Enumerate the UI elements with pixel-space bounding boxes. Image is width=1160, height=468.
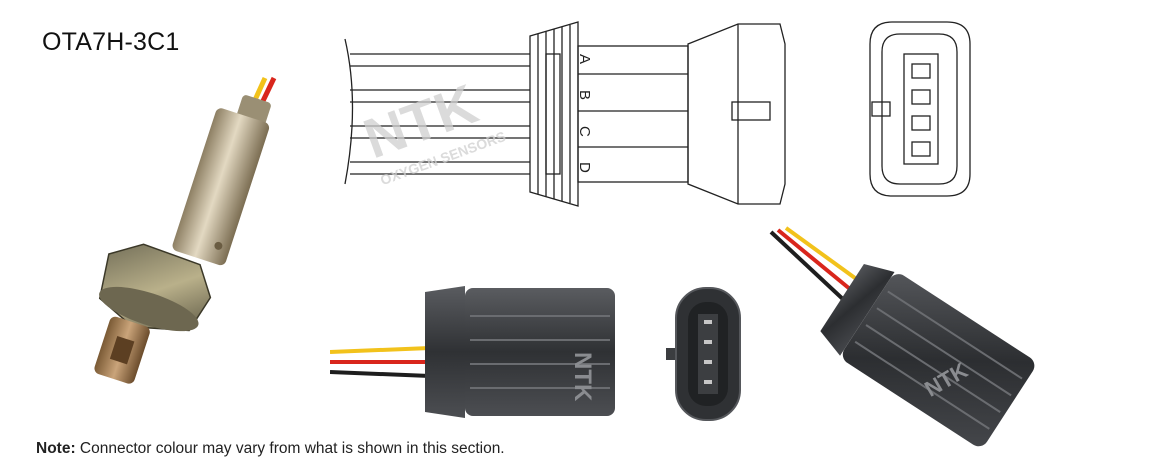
- connector-face-drawing: [869, 21, 971, 197]
- pin-label-c: C: [576, 126, 593, 137]
- pin-label-d: D: [576, 162, 593, 173]
- connector-face-photo: [666, 287, 741, 421]
- pin-label-b: B: [576, 90, 593, 100]
- note-text: Connector colour may vary from what is s…: [75, 440, 505, 457]
- connector-side-photo: NTK: [330, 286, 615, 418]
- footnote: Note: Connector colour may vary from wha…: [36, 440, 505, 458]
- connector-angled-photo: NTK: [769, 226, 1035, 447]
- note-label: Note:: [36, 440, 76, 457]
- sensor-wire-red: [259, 76, 277, 105]
- connector-brand-side: NTK: [569, 352, 596, 402]
- part-number: OTA7H-3C1: [42, 28, 180, 56]
- sensor-wire-yellow: [252, 76, 268, 102]
- ntk-watermark: NTK OXYGEN SENSORS: [356, 72, 508, 188]
- connector-line-drawing: A B C D NTK OXYGEN SENSORS: [344, 21, 786, 207]
- pin-label-a: A: [576, 54, 593, 64]
- oxygen-sensor-image: [94, 76, 277, 384]
